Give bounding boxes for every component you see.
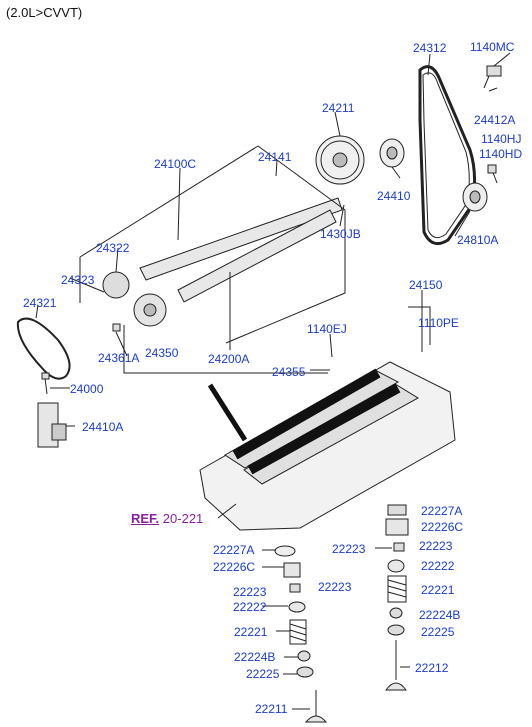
part-label[interactable]: 22221 <box>421 583 455 597</box>
part-label[interactable]: 24150 <box>409 278 443 292</box>
part-label[interactable]: 1140HJ <box>481 132 522 146</box>
part-label[interactable]: 1140EJ <box>307 322 347 336</box>
part-label[interactable]: 1140MC <box>470 40 515 54</box>
part-label[interactable]: 1140HD <box>479 147 523 161</box>
part-label[interactable]: 24810A <box>457 233 499 247</box>
part-label[interactable]: 24412A <box>474 113 516 127</box>
part-label[interactable]: 24200A <box>208 352 250 366</box>
engine-variant-title: (2.0L>CVVT) <box>6 5 83 20</box>
part-label[interactable]: 24100C <box>154 157 197 171</box>
part-label[interactable]: 24141 <box>258 150 292 164</box>
part-label[interactable]: 24410A <box>82 420 124 434</box>
part-label[interactable]: 22221 <box>234 625 268 639</box>
part-label[interactable]: 22227A <box>213 543 255 557</box>
part-label[interactable]: 24211 <box>322 101 355 115</box>
part-label[interactable]: 24350 <box>145 346 179 360</box>
part-label[interactable]: 22211 <box>255 702 288 716</box>
part-label[interactable]: 24000 <box>70 382 104 396</box>
part-label[interactable]: 22222 <box>421 559 455 573</box>
part-label[interactable]: 22223 <box>419 539 453 553</box>
part-label[interactable]: 24321 <box>23 296 57 310</box>
part-label[interactable]: 22226C <box>213 560 256 574</box>
reference-link[interactable]: REF. 20-221 <box>131 511 203 526</box>
part-label[interactable]: 22212 <box>415 661 449 675</box>
part-label[interactable]: 22223 <box>318 580 352 594</box>
part-label[interactable]: 24323 <box>61 273 95 287</box>
part-label[interactable]: 22225 <box>421 625 455 639</box>
part-label[interactable]: 24410 <box>377 189 411 203</box>
part-label[interactable]: 22226C <box>421 520 464 534</box>
part-label[interactable]: 24355 <box>272 365 306 379</box>
part-label[interactable]: 22222 <box>233 600 267 614</box>
part-label[interactable]: 1110PE <box>418 316 459 330</box>
part-label[interactable]: 22227A <box>421 504 463 518</box>
part-label[interactable]: 24322 <box>96 241 130 255</box>
part-label[interactable]: 22224B <box>234 650 276 664</box>
part-label[interactable]: 22224B <box>419 608 461 622</box>
ref-prefix: REF. <box>131 511 160 526</box>
part-label[interactable]: 1430JB <box>320 227 361 241</box>
part-label[interactable]: 22225 <box>246 667 280 681</box>
part-label[interactable]: 24312 <box>413 41 447 55</box>
part-label[interactable]: 22223 <box>233 585 267 599</box>
part-label[interactable]: 22223 <box>332 542 366 556</box>
part-label[interactable]: 24361A <box>98 351 140 365</box>
ref-number: 20-221 <box>162 511 204 526</box>
